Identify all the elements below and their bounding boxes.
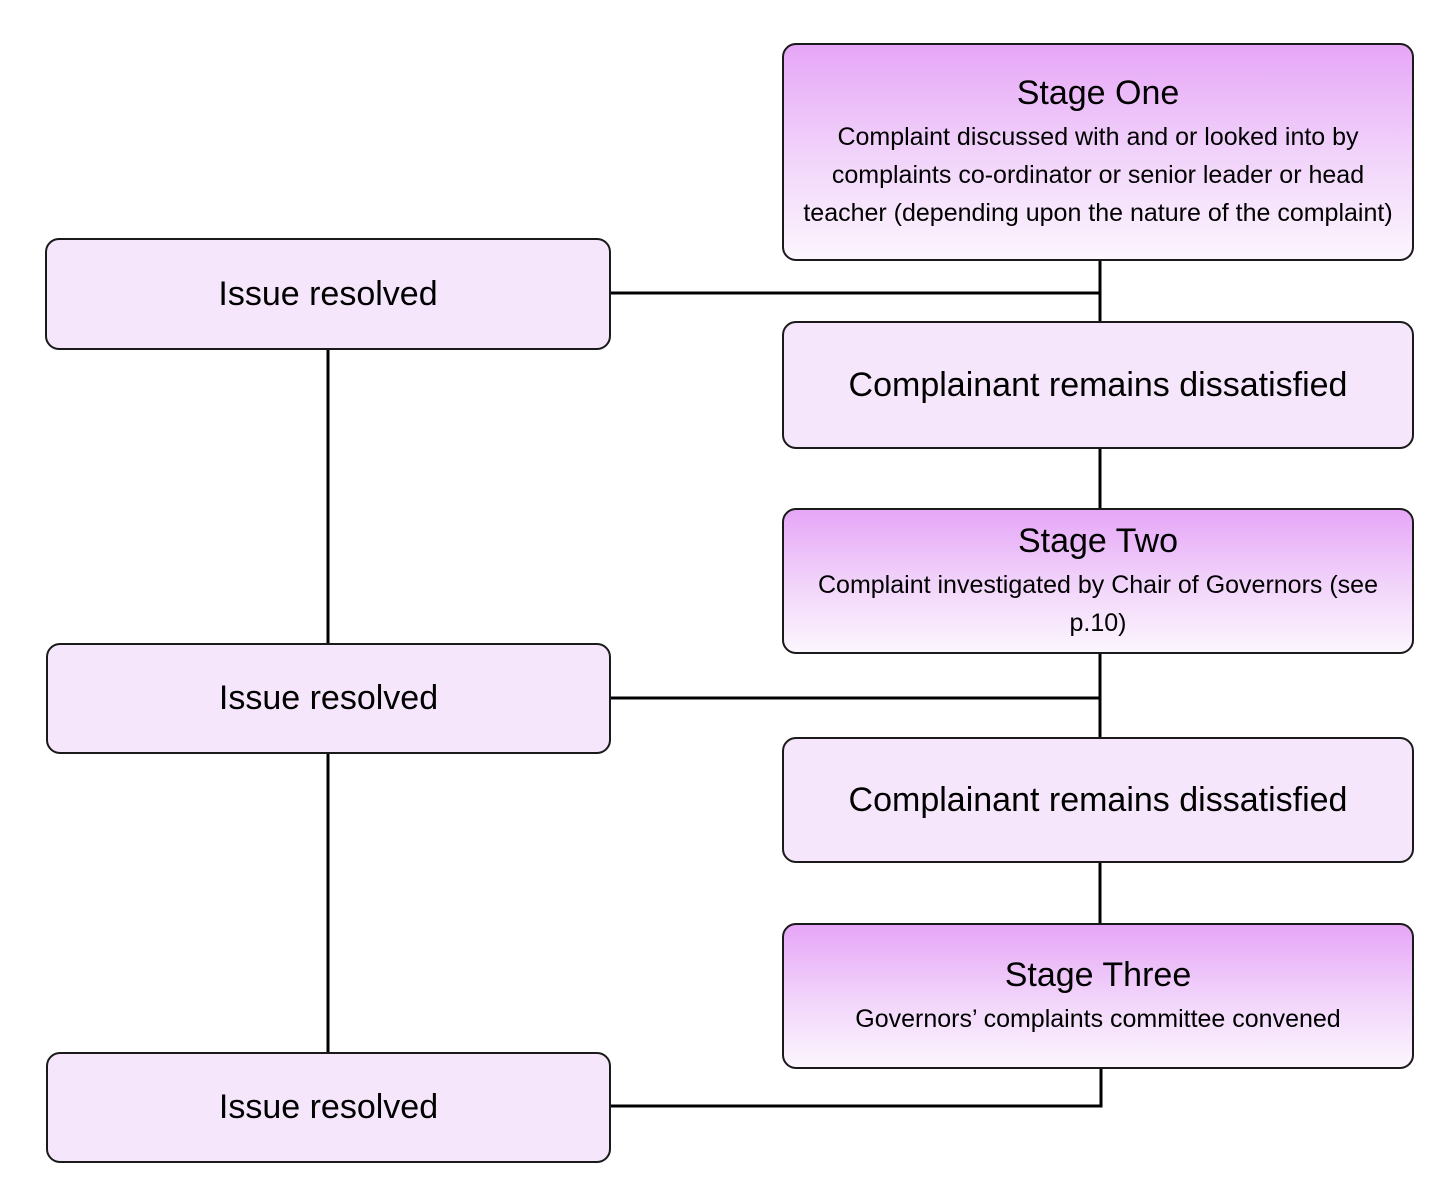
- issue-resolved-box-1: Issue resolved: [45, 238, 611, 350]
- issue-resolved-label-3: Issue resolved: [218, 1088, 439, 1126]
- stage-one-description: Complaint discussed with and or looked i…: [803, 123, 1393, 227]
- stage-two-box: Stage Two Complaint investigated by Chai…: [782, 508, 1414, 654]
- stage-three-box: Stage Three Governors’ complaints commit…: [782, 923, 1414, 1069]
- stage-two-title: Stage Two: [1017, 522, 1179, 560]
- issue-resolved-box-3: Issue resolved: [46, 1052, 611, 1163]
- connector-stage-three-to-resolved-3: [610, 1069, 1103, 1108]
- stage-three-title: Stage Three: [1004, 956, 1192, 994]
- stage-one-title: Stage One: [1016, 74, 1180, 112]
- dissatisfied-label-2: Complainant remains dissatisfied: [848, 780, 1348, 819]
- issue-resolved-label-1: Issue resolved: [218, 274, 438, 313]
- issue-resolved-box-2: Issue resolved: [46, 643, 611, 754]
- dissatisfied-box-2: Complainant remains dissatisfied: [782, 737, 1414, 863]
- stage-three-description: Governors’ complaints committee convened: [855, 1005, 1341, 1033]
- issue-resolved-label-2: Issue resolved: [218, 679, 439, 717]
- dissatisfied-label-1: Complainant remains dissatisfied: [848, 365, 1348, 404]
- dissatisfied-box-1: Complainant remains dissatisfied: [782, 321, 1414, 449]
- stage-two-description: Complaint investigated by Chair of Gover…: [818, 571, 1378, 637]
- stage-one-box: Stage One Complaint discussed with and o…: [782, 43, 1414, 261]
